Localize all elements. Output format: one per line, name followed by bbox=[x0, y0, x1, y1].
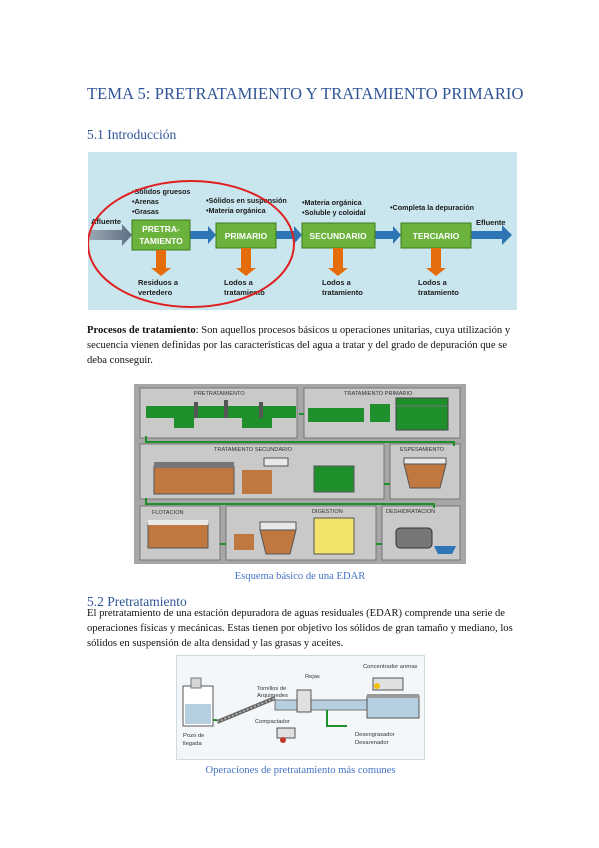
flow-arrow bbox=[276, 226, 302, 244]
label-tratamiento-secundario: TRATAMIENTO SECUNDARIO bbox=[214, 447, 293, 453]
flow-arrow bbox=[375, 226, 401, 244]
label-espesamiento: ESPESAMIENTO bbox=[400, 447, 445, 453]
stage-primario: PRIMARIO bbox=[215, 222, 277, 249]
thickener bbox=[403, 457, 447, 489]
label-pretratamiento: PRETRATAMIENTO bbox=[194, 391, 245, 397]
sludge-arrow bbox=[426, 248, 446, 276]
label-flotacion: FLOTACION bbox=[152, 510, 184, 516]
output-label: Lodos a bbox=[418, 278, 448, 287]
flotation-unit bbox=[147, 520, 209, 549]
note-text: •Sólidos gruesos bbox=[132, 187, 190, 196]
note-text: •Materia orgánica bbox=[302, 198, 363, 207]
figure-caption-edar: Esquema básico de una EDAR bbox=[234, 571, 366, 582]
sludge-arrow bbox=[236, 248, 256, 276]
pretreatment-operations-diagram: Pozo de llegada Tornillos de Arquimedes … bbox=[176, 655, 425, 760]
svg-text:TAMIENTO: TAMIENTO bbox=[139, 236, 183, 246]
stage-secundario: SECUNDARIO bbox=[301, 222, 376, 249]
afluente-arrow bbox=[90, 224, 132, 246]
efluente-arrow bbox=[471, 225, 512, 245]
label-desengrasador: Desengrasador bbox=[355, 732, 395, 738]
digesters bbox=[234, 517, 355, 555]
label-compactador: Compactador bbox=[255, 719, 290, 725]
label-desengrasador: Desarenador bbox=[355, 740, 389, 746]
highlight-ellipse bbox=[87, 180, 295, 308]
svg-text:PRIMARIO: PRIMARIO bbox=[225, 231, 268, 241]
label-pozo: llegada bbox=[183, 741, 202, 747]
label-digestion: DIGESTION bbox=[312, 509, 343, 515]
output-label: Lodos a bbox=[224, 278, 254, 287]
label-concentrador: Concentrador arenas bbox=[363, 664, 418, 670]
efluente-label: Efluente bbox=[476, 218, 506, 227]
svg-text:PRETRA-: PRETRA- bbox=[142, 224, 180, 234]
sludge-arrow bbox=[328, 248, 348, 276]
note-text: •Grasas bbox=[132, 207, 159, 216]
pipes bbox=[145, 413, 455, 545]
paragraph-procesos: Procesos de tratamiento: Son aquellos pr… bbox=[87, 323, 517, 368]
paragraph-text: : Son aquellos procesos básicos u operac… bbox=[87, 325, 511, 366]
note-text: •Completa la depuración bbox=[390, 203, 474, 212]
page-title: TEMA 5: PRETRATAMIENTO Y TRATAMIENTO PRI… bbox=[87, 84, 524, 103]
note-text: •Sólidos en suspensión bbox=[206, 196, 287, 205]
edar-schematic: PRETRATAMIENTO TRATAMIENTO PRIMARIO TRAT… bbox=[134, 384, 466, 564]
stage-pretratamiento: PRETRA- TAMIENTO bbox=[131, 219, 191, 251]
flow-arrow bbox=[189, 226, 216, 244]
label-rejas: Rejas bbox=[305, 674, 320, 680]
section-heading-introduccion: 5.1 Introducción bbox=[87, 127, 177, 142]
label-tornillos: Arquimedes bbox=[257, 693, 288, 699]
output-label: Lodos a bbox=[322, 278, 352, 287]
secondary-tanks bbox=[153, 457, 355, 495]
output-label: tratamiento bbox=[224, 288, 265, 297]
output-label: vertedero bbox=[138, 288, 173, 297]
svg-text:SECUNDARIO: SECUNDARIO bbox=[309, 231, 367, 241]
treatment-stages-diagram: Afluente Efluente PRETRA- TAMIENTO PRIMA… bbox=[87, 152, 517, 310]
label-pozo: Pozo de bbox=[183, 733, 204, 739]
label-deshidratacion: DESHIDRATACION bbox=[386, 509, 435, 515]
label-tratamiento-primario: TRATAMIENTO PRIMARIO bbox=[344, 391, 413, 397]
note-text: •Soluble y coloidal bbox=[302, 208, 366, 217]
dewatering-unit bbox=[395, 527, 456, 554]
svg-text:TERCIARIO: TERCIARIO bbox=[413, 231, 460, 241]
figure-caption-pretratamiento: Operaciones de pretratamiento más comune… bbox=[205, 765, 396, 776]
primary-tanks bbox=[308, 397, 449, 431]
residue-arrow bbox=[151, 250, 171, 276]
note-text: •Materia orgánica bbox=[206, 206, 267, 215]
stage-terciario: TERCIARIO bbox=[400, 222, 472, 249]
output-label: Residuos a bbox=[138, 278, 179, 287]
afluente-label: Afluente bbox=[91, 217, 121, 226]
output-label: tratamiento bbox=[322, 288, 363, 297]
note-text: •Arenas bbox=[132, 197, 159, 206]
term-bold: Procesos de tratamiento bbox=[87, 325, 196, 336]
section-heading-pretratamiento: 5.2 Pretratamiento bbox=[87, 594, 187, 609]
label-tornillos: Tornillos de bbox=[257, 686, 286, 692]
paragraph-pretratamiento: El pretratamiento de una estación depura… bbox=[87, 608, 513, 649]
output-label: tratamiento bbox=[418, 288, 459, 297]
pretreatment-channels bbox=[146, 400, 296, 428]
